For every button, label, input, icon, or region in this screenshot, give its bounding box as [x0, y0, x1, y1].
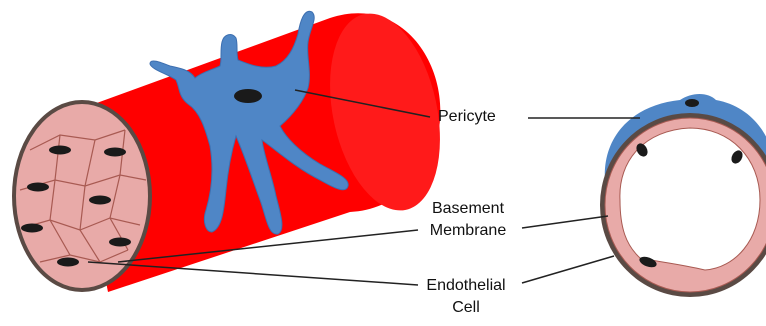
- capillary-near-end: [14, 102, 150, 290]
- pericyte-label-text: Pericyte: [438, 108, 496, 125]
- endothelial-label-line1: Endothelial: [412, 275, 520, 297]
- capillary-cross-section: [600, 94, 766, 297]
- basement-label-line2: Membrane: [414, 220, 522, 242]
- basement-membrane-label: Basement Membrane: [414, 198, 522, 242]
- endothelial-label-line2: Cell: [412, 297, 520, 319]
- near-end-endothelium: [14, 102, 150, 290]
- basement-leader-right: [522, 216, 608, 228]
- pericyte-label: Pericyte: [438, 106, 496, 128]
- endothelial-leader-right: [522, 256, 614, 283]
- endothelial-cell-label: Endothelial Cell: [412, 275, 520, 319]
- basement-label-line1: Basement: [414, 198, 522, 220]
- pericyte-nucleus: [234, 89, 262, 103]
